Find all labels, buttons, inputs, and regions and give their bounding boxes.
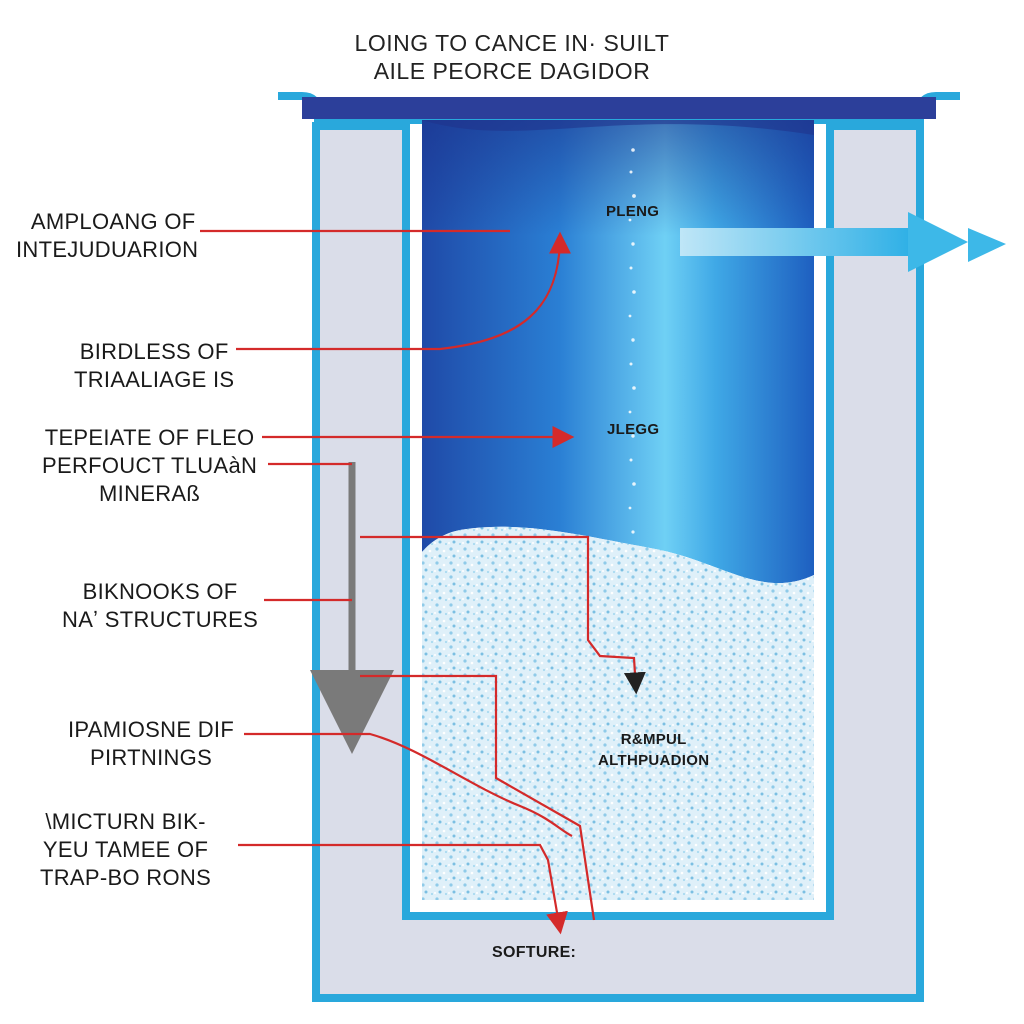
diagram-title-line2: AILE PEORCE DAGIDOR bbox=[373, 58, 651, 84]
leader-media-b bbox=[360, 674, 596, 921]
leader-birdless bbox=[236, 231, 571, 351]
leader-lines bbox=[200, 229, 646, 935]
label-tepeiate: TEPEIATE OF FLEO PERFOUCT TLUAàN MINERAß bbox=[42, 425, 258, 506]
right-arrow-icon bbox=[680, 212, 1006, 272]
label-ipamiosne: IPAMIOSNE DIF PIRTNINGS bbox=[68, 717, 235, 770]
label-biknooks: BIKNOOKS OF NAʼ STRUCTURES bbox=[62, 579, 259, 632]
inner-label-rampul: R&MPUL ALTHPUADION bbox=[598, 731, 710, 769]
vessel-rim bbox=[302, 97, 936, 119]
label-birdless: BIRDLESS OF TRIAALIAGE IS bbox=[74, 339, 235, 392]
leader-media-a bbox=[360, 535, 646, 695]
bubble-stream bbox=[628, 148, 636, 534]
label-amploang: AMPLOANG OF INTEJUDUARION bbox=[16, 209, 199, 262]
inner-label-pleng: PLENG bbox=[606, 203, 660, 220]
diagram-title-line1: LOING TO CANCE IN· SUILT bbox=[354, 30, 670, 56]
label-micturn: \MICTURN BIK- YEU TAMEE OF TRAP-BO RONS bbox=[40, 809, 212, 890]
leader-ipamiosne bbox=[244, 732, 573, 837]
inner-label-jlegg: JLEGG bbox=[607, 421, 660, 438]
inner-label-softure: SOFTURE: bbox=[492, 944, 577, 961]
leader-micturn bbox=[238, 843, 568, 935]
